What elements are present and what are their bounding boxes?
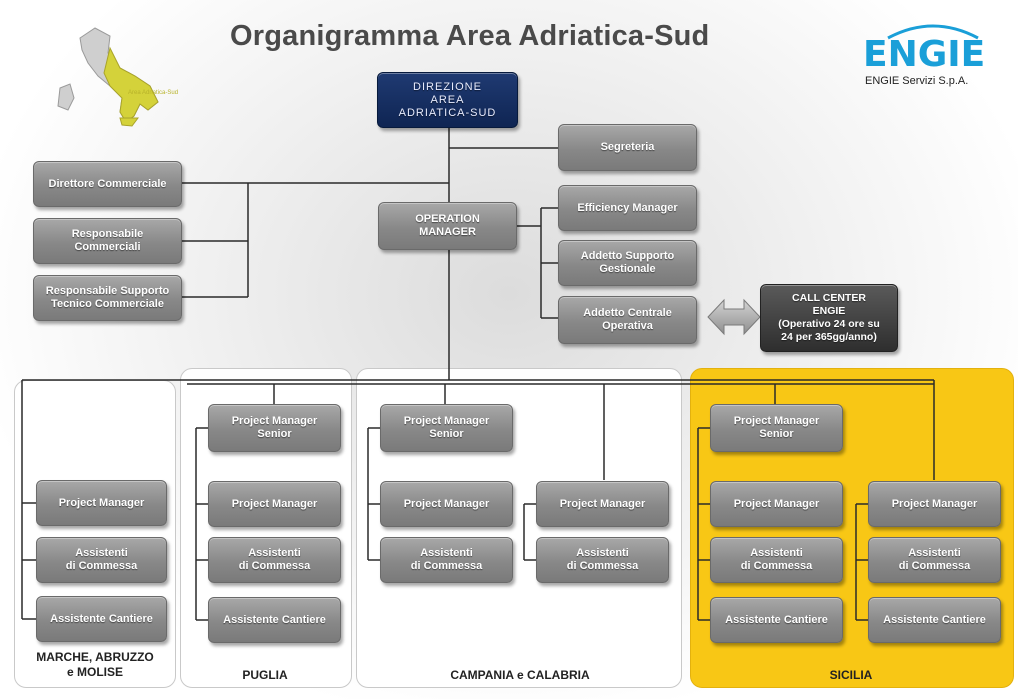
region-label-marche: MARCHE, ABRUZZO e MOLISE — [36, 650, 154, 679]
sicilia-project-manager-2-box: Project Manager — [868, 481, 1001, 527]
marche-assistenti-box: Assistenti di Commessa — [36, 537, 167, 583]
region-label-puglia: PUGLIA — [242, 668, 288, 682]
addetto-centrale-box: Addetto Centrale Operativa — [558, 296, 697, 344]
logo-arc-icon — [887, 24, 979, 40]
region-label-sicilia: SICILIA — [829, 668, 873, 682]
efficiency-manager-box: Efficiency Manager — [558, 185, 697, 231]
segreteria-box: Segreteria — [558, 124, 697, 171]
sicilia-assistente-cantiere-2-box: Assistente Cantiere — [868, 597, 1001, 643]
direzione-box: DIREZIONE AREA ADRIATICA-SUD — [377, 72, 518, 128]
puglia-project-manager-box: Project Manager — [208, 481, 341, 527]
addetto-supporto-box: Addetto Supporto Gestionale — [558, 240, 697, 286]
sicilia-project-manager-1-box: Project Manager — [710, 481, 843, 527]
marche-assistente-cantiere-box: Assistente Cantiere — [36, 596, 167, 642]
campania-assistenti-1-box: Assistenti di Commessa — [380, 537, 513, 583]
operation-manager-box: OPERATION MANAGER — [378, 202, 517, 250]
sicilia-pm-senior-box: Project Manager Senior — [710, 404, 843, 452]
sicilia-assistenti-1-box: Assistenti di Commessa — [710, 537, 843, 583]
campania-assistenti-2-box: Assistenti di Commessa — [536, 537, 669, 583]
direttore-commerciale-box: Direttore Commerciale — [33, 161, 182, 207]
sicilia-assistenti-2-box: Assistenti di Commessa — [868, 537, 1001, 583]
campania-project-manager-2-box: Project Manager — [536, 481, 669, 527]
logo-brand: ENGIE — [863, 34, 986, 75]
puglia-assistenti-box: Assistenti di Commessa — [208, 537, 341, 583]
map-label: Area Adriatica-Sud — [128, 90, 178, 96]
page-title: Organigramma Area Adriatica-Sud — [230, 20, 710, 52]
puglia-assistente-cantiere-box: Assistente Cantiere — [208, 597, 341, 643]
campania-project-manager-1-box: Project Manager — [380, 481, 513, 527]
engie-logo: ENGIE ENGIE Servizi S.p.A. — [855, 20, 990, 90]
responsabile-commerciali-box: Responsabile Commerciali — [33, 218, 182, 264]
responsabile-supporto-box: Responsabile Supporto Tecnico Commercial… — [33, 275, 182, 321]
call-center-box: CALL CENTER ENGIE (Operativo 24 ore su 2… — [760, 284, 898, 352]
campania-pm-senior-box: Project Manager Senior — [380, 404, 513, 452]
sicilia-assistente-cantiere-1-box: Assistente Cantiere — [710, 597, 843, 643]
marche-project-manager-box: Project Manager — [36, 480, 167, 526]
region-label-campania: CAMPANIA e CALABRIA — [450, 668, 590, 682]
italy-map-icon: Area Adriatica-Sud — [57, 27, 178, 127]
puglia-pm-senior-box: Project Manager Senior — [208, 404, 341, 452]
logo-subtitle: ENGIE Servizi S.p.A. — [865, 75, 969, 87]
double-arrow-icon — [707, 298, 761, 336]
